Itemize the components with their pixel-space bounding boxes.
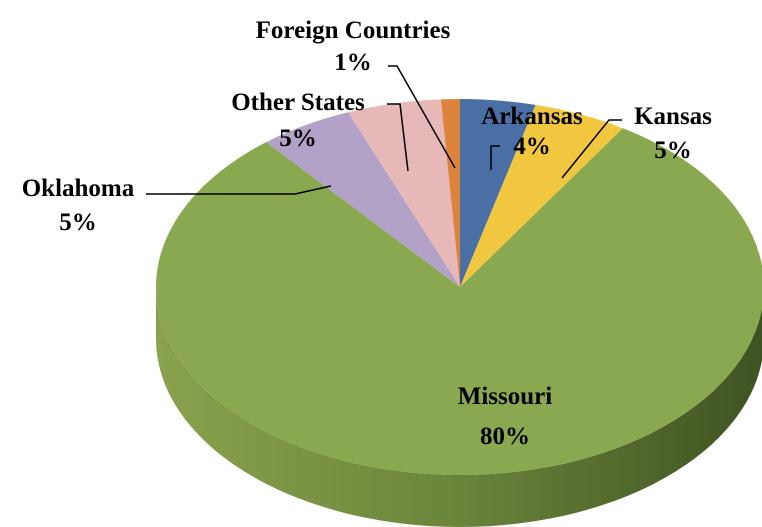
label-oklahoma: Oklahoma: [22, 175, 135, 202]
leader-lines: [146, 65, 622, 195]
pie-side-layer: [156, 287, 762, 527]
slice-missouri: [156, 128, 762, 475]
label-kansas: Kansas: [634, 103, 712, 130]
value-label-kansas: 5%: [654, 137, 692, 164]
label-foreign-countries: Foreign Countries: [256, 17, 451, 44]
value-label-arkansas: 4%: [513, 133, 551, 160]
slice-labels: Arkansas 4% Kansas 5% Missouri 80% Oklahoma 5% O…: [22, 17, 712, 450]
slice-kansas: [460, 104, 623, 287]
leader-line-kansas: [561, 119, 622, 179]
label-arkansas: Arkansas: [481, 103, 583, 130]
value-label-foreign-countries: 1%: [334, 49, 372, 76]
label-other-states: Other States: [231, 89, 365, 116]
slice-foreign-countries: [440, 99, 460, 287]
value-label-other-states: 5%: [279, 125, 317, 152]
leader-line-oklahoma: [146, 185, 332, 195]
slice-other-states: [348, 99, 460, 287]
slice-oklahoma: [266, 112, 460, 287]
leader-line-arkansas: [490, 145, 500, 170]
value-label-oklahoma: 5%: [59, 209, 97, 236]
value-label-missouri: 80%: [480, 423, 530, 450]
leader-line-other-states: [387, 103, 409, 172]
leader-line-foreign-countries: [388, 65, 456, 169]
label-missouri: Missouri: [458, 383, 553, 410]
slice-side-missouri: [156, 287, 762, 527]
pie-top-layer: [156, 99, 762, 475]
slice-arkansas: [460, 99, 536, 287]
